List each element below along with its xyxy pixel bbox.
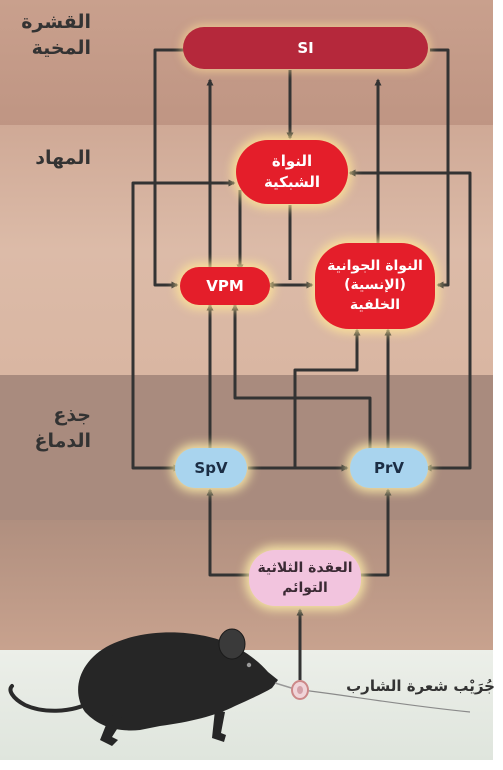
brainstem-label-line2: الدماغ (34, 429, 92, 452)
pom-node-line2: (الإنسية) (344, 277, 406, 294)
prv-node[interactable]: PrV (350, 448, 428, 488)
vpm-node[interactable]: VPM (180, 267, 270, 305)
whisker-follicle-label: جُرَيْب شعرة الشارب (346, 677, 495, 695)
cortex-label-line1: القشرة (21, 11, 91, 33)
arrow-trigeminal-to-spv (206, 488, 250, 577)
rat-body (78, 632, 278, 731)
reticular-node-line2: الشبكية (263, 173, 321, 191)
cortex-label: القشرة المخية (1, 10, 91, 61)
whisker-main (301, 689, 471, 713)
rat-tail (8, 684, 97, 713)
trigeminal-line2: التوائم (282, 580, 328, 596)
si-node[interactable]: SI (183, 27, 428, 69)
arrow-prv-to-reticular (348, 169, 472, 472)
pom-node-line3: الخلفية (349, 296, 401, 313)
rat-back-leg (100, 715, 124, 746)
pom-node-line1: النواة الجوانية (327, 257, 423, 274)
thalamus-label: المهاد (35, 147, 91, 169)
brainstem-label-line1: جذع (53, 404, 91, 426)
brainstem-label: جذع الدماغ (1, 403, 92, 454)
pom-node[interactable]: النواة الجوانية (الإنسية) الخلفية (315, 243, 435, 329)
arrow-spv-to-reticular (131, 179, 236, 472)
rat-ear (218, 628, 246, 660)
lower-band (0, 520, 493, 650)
whisker-follicle-icon (291, 680, 309, 700)
spv-node[interactable]: SpV (175, 448, 247, 488)
arrow-spv-to-pom (293, 328, 361, 468)
arrow-si-to-vpm (153, 48, 185, 289)
arrow-si-to-pom (430, 48, 450, 289)
cortex-label-line2: المخية (31, 36, 91, 59)
reticular-node-line1: النواة (271, 152, 313, 170)
arrow-trigeminal-to-prv (360, 488, 392, 577)
rat-eye (246, 662, 252, 668)
arrow-prv-to-vpm (231, 303, 372, 452)
trigeminal-ganglion-node[interactable]: العقدة الثلاثية التوائم (249, 550, 361, 606)
rat-front-leg (212, 710, 226, 742)
trigeminal-line1: العقدة الثلاثية (257, 559, 353, 576)
reticular-node[interactable]: النواة الشبكية (236, 140, 348, 204)
